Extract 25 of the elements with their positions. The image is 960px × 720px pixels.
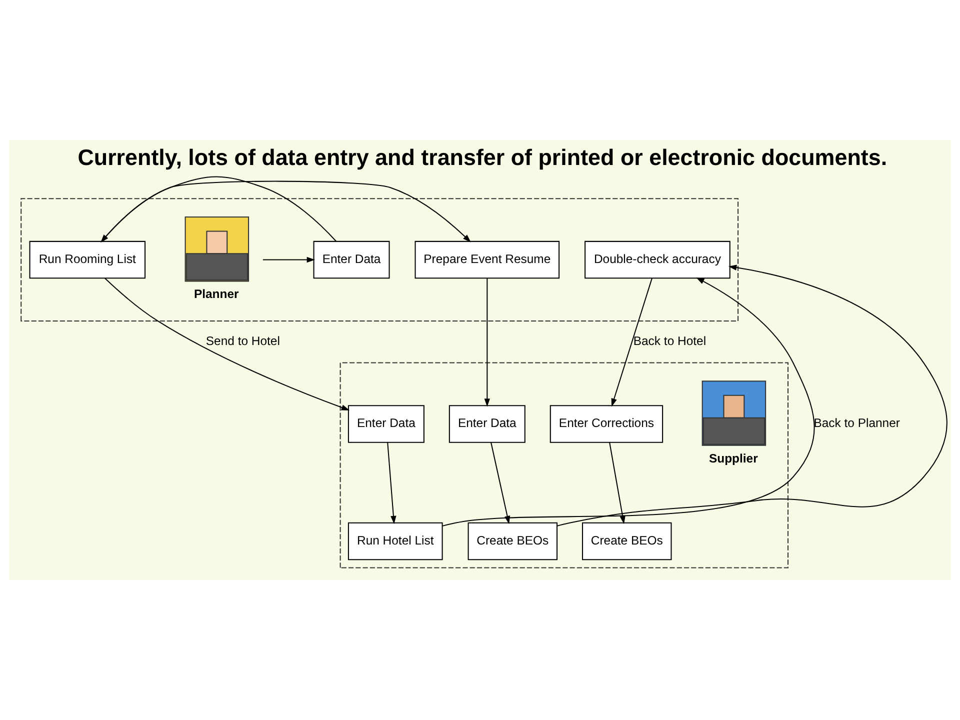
node-box: Double-check accuracy [584,240,730,279]
node-box: Run Rooming List [29,240,146,279]
node-box: Enter Corrections [550,405,664,443]
arrow [484,278,490,407]
arrow [609,442,626,524]
node-box: Create BEOs [582,522,672,560]
arrow [556,264,948,526]
node-box: Prepare Event Resume [414,240,560,279]
node-box: Enter Data [348,405,424,443]
node-box: Run Hotel List [348,522,443,560]
arrow [442,278,815,526]
arrow [262,256,315,263]
arrow [104,278,350,410]
node-box: Create BEOs [468,522,558,560]
node-box: Enter Data [448,405,526,443]
arrow [490,442,510,524]
diagram-title: Currently, lots of data entry and transfer of printed or electronic documents. [78,145,888,170]
edge-label: Send to Hotel [206,334,280,348]
arrow [387,442,396,524]
node-label: Supplier [708,451,758,466]
node-label: Planner [194,287,239,302]
edge-label: Back to Hotel [633,334,706,348]
arrow [611,278,652,407]
edge-label: Back to Planner [814,416,900,430]
node-box: Enter Data [313,240,390,279]
